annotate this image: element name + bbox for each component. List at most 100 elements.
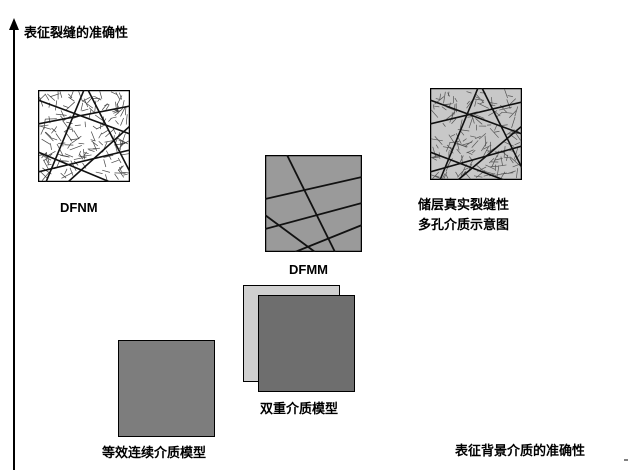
micro-fracture [513, 147, 519, 160]
micro-fracture [460, 130, 465, 136]
micro-fracture [443, 171, 448, 180]
micro-fracture [439, 93, 441, 100]
micro-fracture [55, 113, 67, 116]
micro-fracture [63, 105, 70, 109]
micro-fracture [441, 173, 446, 180]
micro-fracture [117, 157, 122, 164]
micro-fracture [516, 168, 518, 179]
micro-fracture [104, 103, 110, 106]
micro-fracture [473, 175, 483, 178]
micro-fracture [509, 157, 514, 164]
micro-fracture [447, 92, 451, 97]
micro-fracture [82, 100, 94, 109]
micro-fracture [468, 117, 473, 129]
micro-fracture [47, 164, 52, 166]
micro-fracture [71, 135, 82, 144]
real-label-line1: 储层真实裂缝性 [418, 198, 510, 213]
y-axis-label: 表征裂缝的准确性 [24, 26, 129, 41]
micro-fracture [83, 96, 91, 102]
micro-fracture [432, 146, 437, 158]
micro-fracture [465, 140, 474, 147]
micro-fracture [432, 171, 439, 179]
micro-fracture [119, 165, 124, 170]
micro-fracture [442, 122, 446, 127]
micro-fracture [95, 171, 103, 174]
micro-fracture [494, 124, 498, 131]
micro-fracture [69, 145, 82, 151]
micro-fracture [504, 88, 508, 99]
micro-fracture [40, 127, 45, 135]
micro-fracture [493, 130, 500, 133]
micro-fracture [514, 106, 519, 117]
micro-fracture [511, 116, 516, 128]
micro-fracture [504, 156, 511, 159]
micro-fracture [445, 142, 451, 152]
micro-fracture [60, 172, 67, 179]
micro-fracture [50, 143, 52, 150]
micro-fracture [49, 136, 58, 141]
micro-fracture [64, 168, 68, 175]
micro-fracture [69, 167, 74, 176]
micro-fracture [47, 93, 56, 101]
micro-fracture [467, 116, 474, 118]
micro-fracture [500, 156, 503, 166]
micro-fracture [94, 114, 104, 121]
micro-fracture [88, 107, 95, 113]
micro-fracture [466, 100, 470, 105]
micro-fracture [114, 144, 118, 153]
micro-fracture [466, 99, 473, 109]
micro-fracture [90, 139, 96, 142]
micro-fracture [491, 155, 498, 167]
micro-fracture [120, 117, 124, 126]
micro-fracture [51, 129, 55, 134]
micro-fracture [496, 165, 500, 177]
micro-fracture [443, 91, 446, 104]
micro-fracture [454, 97, 458, 102]
micro-fracture [471, 140, 479, 148]
micro-fracture [481, 141, 488, 152]
micro-fracture [475, 118, 483, 125]
micro-fracture [435, 144, 439, 149]
micro-fracture [478, 133, 487, 140]
micro-fracture [43, 153, 53, 161]
micro-fracture [485, 164, 496, 170]
micro-fracture [91, 140, 99, 147]
micro-fracture [471, 150, 476, 154]
micro-fracture [474, 100, 477, 107]
micro-fracture [60, 110, 65, 118]
micro-fracture [484, 135, 487, 147]
micro-fracture [45, 152, 50, 164]
micro-fracture [120, 171, 130, 174]
micro-fracture [499, 106, 512, 111]
micro-fracture [430, 109, 439, 118]
micro-fracture [80, 102, 84, 111]
equivalent-continuum-square [118, 340, 215, 437]
micro-fracture [466, 91, 472, 94]
dual-front-square [258, 295, 355, 392]
micro-fracture [483, 170, 495, 175]
micro-fracture [457, 142, 467, 148]
micro-fracture [457, 129, 470, 132]
micro-fracture [65, 101, 76, 111]
micro-fracture [73, 130, 80, 139]
micro-fracture [115, 101, 117, 112]
y-axis-arrowhead [9, 18, 19, 30]
micro-fracture [45, 158, 50, 165]
micro-fracture [445, 159, 452, 172]
micro-fracture [514, 142, 521, 146]
x-axis-label: 表征背景介质的准确性 [455, 444, 586, 459]
dfnm-label: DFNM [60, 200, 98, 215]
micro-fracture [430, 138, 443, 142]
micro-fracture [503, 146, 506, 158]
micro-fracture [457, 171, 464, 178]
micro-fracture [78, 150, 81, 157]
micro-fracture [110, 91, 118, 95]
micro-fracture [472, 113, 485, 119]
micro-fracture [496, 112, 503, 118]
micro-fracture [97, 97, 101, 102]
micro-fracture [56, 158, 62, 167]
micro-fracture [83, 98, 89, 108]
micro-fracture [64, 153, 74, 158]
micro-fracture [507, 95, 513, 97]
